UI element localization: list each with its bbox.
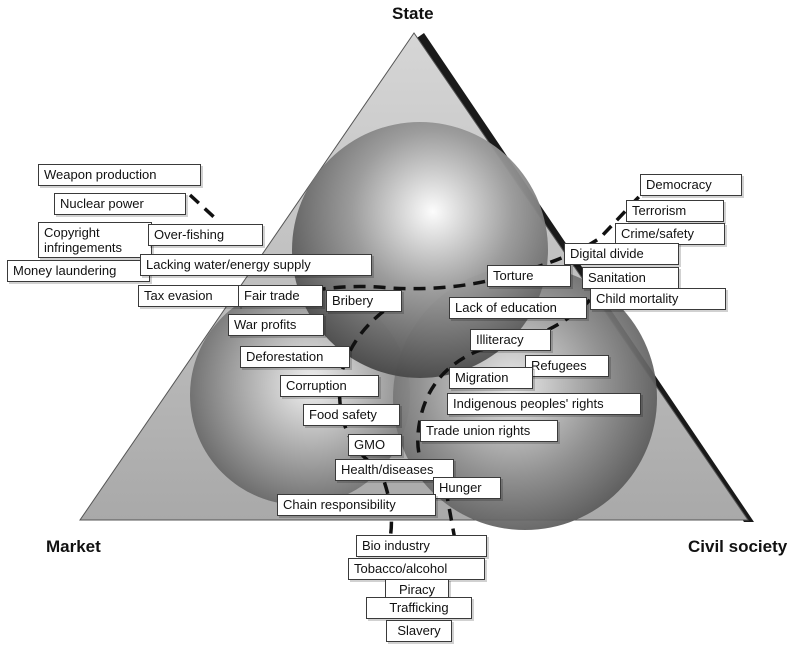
issue-nuclear-power: Nuclear power <box>54 193 186 215</box>
issue-lacking-water-energy-supply: Lacking water/energy supply <box>140 254 372 276</box>
issue-bio-industry: Bio industry <box>356 535 487 557</box>
issue-trade-union-rights: Trade union rights <box>420 420 558 442</box>
issue-health-diseases: Health/diseases <box>335 459 454 481</box>
issue-slavery: Slavery <box>386 620 452 642</box>
issue-indigenous-peoples-rights: Indigenous peoples' rights <box>447 393 641 415</box>
issue-deforestation: Deforestation <box>240 346 350 368</box>
issue-weapon-production: Weapon production <box>38 164 201 186</box>
issue-money-laundering: Money laundering <box>7 260 150 282</box>
issue-sanitation: Sanitation <box>582 267 679 289</box>
issue-torture: Torture <box>487 265 571 287</box>
issue-tax-evasion: Tax evasion <box>138 285 240 307</box>
issue-food-safety: Food safety <box>303 404 400 426</box>
issue-migration: Migration <box>449 367 533 389</box>
corner-label-civil-society: Civil society <box>688 537 788 556</box>
issue-bribery: Bribery <box>326 290 402 312</box>
issue-fair-trade: Fair trade <box>238 285 323 307</box>
issue-digital-divide: Digital divide <box>564 243 679 265</box>
issue-hunger: Hunger <box>433 477 501 499</box>
issue-lack-of-education: Lack of education <box>449 297 587 319</box>
issue-illiteracy: Illiteracy <box>470 329 551 351</box>
issue-democracy: Democracy <box>640 174 742 196</box>
issue-refugees: Refugees <box>525 355 609 377</box>
issue-gmo: GMO <box>348 434 402 456</box>
issue-trafficking: Trafficking <box>366 597 472 619</box>
issue-corruption: Corruption <box>280 375 379 397</box>
issue-terrorism: Terrorism <box>626 200 724 222</box>
dashed-boundary-top <box>274 183 652 302</box>
issue-child-mortality: Child mortality <box>590 288 726 310</box>
issue-crime-safety: Crime/safety <box>615 223 725 245</box>
corner-label-state: State <box>392 4 434 23</box>
issue-war-profits: War profits <box>228 314 324 336</box>
issue-copyright-infringements: Copyright infringements <box>38 222 152 258</box>
corner-label-market: Market <box>46 537 101 556</box>
issue-over-fishing: Over-fishing <box>148 224 263 246</box>
issue-tobacco-alcohol: Tobacco/alcohol <box>348 558 485 580</box>
issue-chain-responsibility: Chain responsibility <box>277 494 436 516</box>
